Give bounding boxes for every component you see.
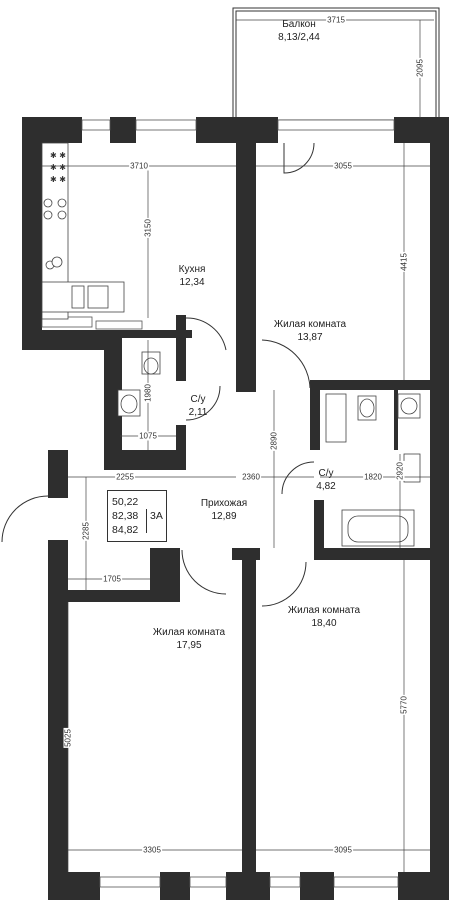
dim-hall-right-width: 2360 (241, 472, 261, 482)
dim-bath-small-depth: 1980 (143, 383, 153, 403)
dim-living1-depth: 4415 (399, 252, 409, 272)
living2-label: Жилая комната 17,95 (153, 626, 225, 652)
bath-small-name: С/у (190, 394, 206, 405)
dim-living2-width: 3305 (142, 845, 162, 855)
bath-large-area: 4,82 (316, 481, 336, 492)
svg-text:✱ ✱: ✱ ✱ (50, 163, 66, 172)
living1-area: 13,87 (297, 332, 323, 343)
doors (1, 142, 315, 607)
dim-entry-depth: 2285 (81, 521, 91, 541)
living1-name: Жилая комната (273, 319, 347, 330)
svg-text:✱ ✱: ✱ ✱ (50, 151, 66, 160)
dim-living2-depth: 5025 (63, 728, 73, 748)
dim-balcony-width: 3715 (326, 15, 346, 25)
kitchen-area: 12,34 (179, 277, 205, 288)
bath-large-name: С/у (318, 468, 334, 479)
dim-bath-large-width: 1820 (363, 472, 383, 482)
area-living: 50,22 (112, 496, 139, 508)
living1-label: Жилая комната 13,87 (274, 318, 346, 344)
living3-name: Жилая комната (287, 605, 361, 616)
kitchen-counter (41, 142, 125, 320)
stove-icon: ✱ ✱ ✱ ✱ ✱ ✱ (50, 151, 66, 184)
dim-hall-left-width: 2255 (115, 472, 135, 482)
bath-large-label: С/у 4,82 (316, 467, 335, 493)
hallway-label: Прихожая 12,89 (201, 497, 247, 523)
dim-bath-large-depth: 2920 (395, 461, 405, 481)
walls (22, 117, 449, 900)
living2-name: Жилая комната (152, 627, 226, 638)
bath-fixtures (117, 351, 421, 547)
dim-living3-width: 3095 (333, 845, 353, 855)
hallway-area: 12,89 (211, 511, 237, 522)
hallway-name: Прихожая (200, 498, 248, 509)
dim-living3-depth: 5770 (399, 695, 409, 715)
area-total: 82,38 (112, 510, 139, 522)
kitchen-label: Кухня 12,34 (179, 263, 206, 289)
living3-label: Жилая комната 18,40 (288, 604, 360, 630)
dim-kitchen-width: 3710 (129, 161, 149, 171)
dim-entry-width: 1705 (102, 574, 122, 584)
dim-balcony-depth: 2095 (415, 58, 425, 78)
kitchen-name: Кухня (178, 264, 206, 275)
area-summary: 50,22 82,38 84,82 3А (107, 490, 167, 542)
balcony-area: 8,13/2,44 (278, 32, 320, 43)
dim-bath-small-width: 1075 (138, 431, 158, 441)
balcony-name: Балкон (282, 19, 316, 30)
living3-area: 18,40 (311, 618, 337, 629)
balcony-rail (235, 10, 437, 121)
unit-type: 3А (146, 509, 163, 533)
bath-small-area: 2,11 (188, 407, 208, 418)
svg-text:✱ ✱: ✱ ✱ (50, 175, 66, 184)
area-total-balcony: 84,82 (112, 524, 139, 536)
dim-hall-depth: 2890 (269, 431, 279, 451)
balcony-outline (232, 7, 440, 121)
bath-small-label: С/у 2,11 (189, 393, 208, 419)
windows (41, 119, 399, 888)
balcony-label: Балкон 8,13/2,44 (278, 18, 320, 44)
dim-kitchen-depth: 3150 (143, 218, 153, 238)
dim-living1-width: 3055 (333, 161, 353, 171)
living2-area: 17,95 (176, 640, 202, 651)
